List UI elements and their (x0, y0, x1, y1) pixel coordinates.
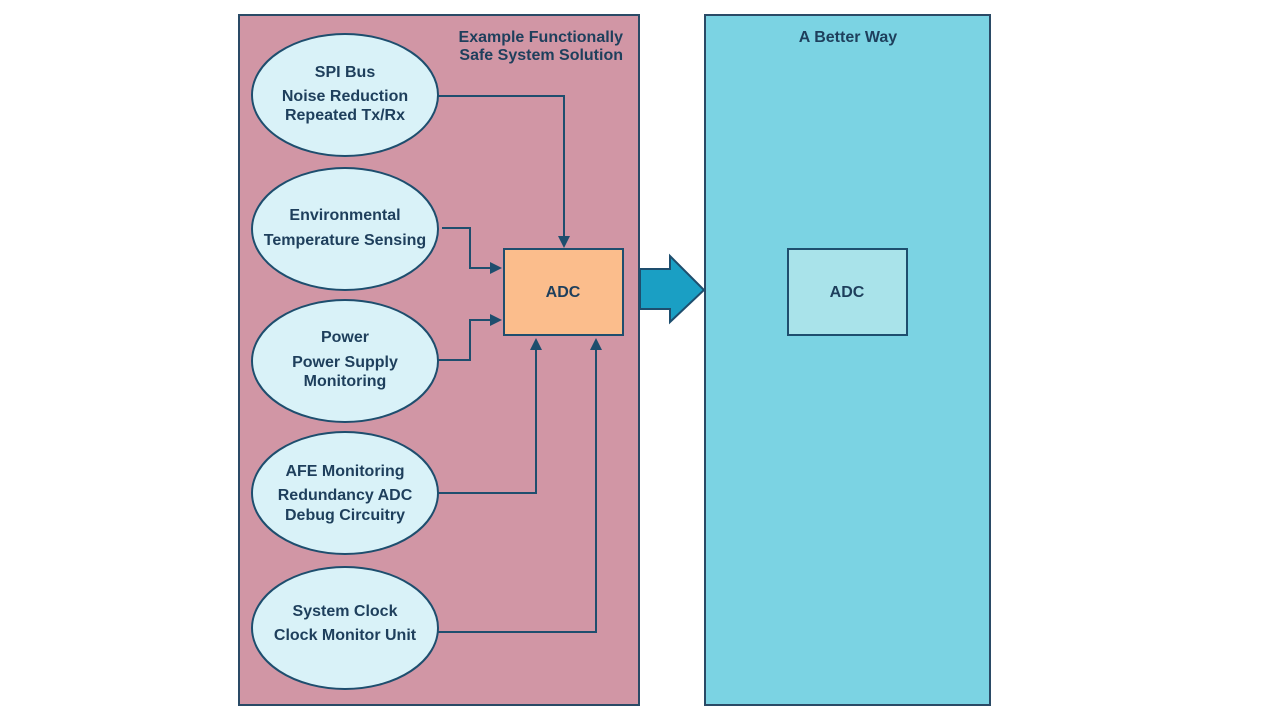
left-panel-title-line1: Example Functionally (459, 29, 624, 46)
left-panel-title-line2: Safe System Solution (459, 47, 623, 64)
arrowhead-afe (530, 338, 542, 350)
right-panel (704, 14, 991, 706)
arrowhead-spi (558, 236, 570, 248)
adc-right-label: ADC (830, 284, 865, 301)
node-system-clock (251, 566, 439, 690)
node-power (251, 299, 439, 423)
connector-power-adc (438, 319, 492, 361)
connector-spi-adc (438, 95, 565, 238)
arrowhead-clock (590, 338, 602, 350)
node-spi-line3: Repeated Tx/Rx (285, 107, 405, 124)
arrowhead-power (490, 314, 502, 326)
node-spi-line2: Noise Reduction (282, 88, 408, 105)
node-spi-bus (251, 33, 439, 157)
node-afe-monitoring (251, 431, 439, 555)
node-env-line2: Temperature Sensing (264, 232, 426, 249)
adc-left-label: ADC (546, 284, 581, 301)
arrowhead-env (490, 262, 502, 274)
transition-arrow-icon (639, 253, 706, 325)
node-power-line2: Power Supply (292, 354, 398, 371)
node-afe-line3: Debug Circuitry (285, 507, 405, 524)
node-environmental (251, 167, 439, 291)
adc-box-left (503, 248, 624, 336)
adc-box-right (787, 248, 908, 336)
node-env-line1: Environmental (289, 207, 400, 224)
node-afe-line2: Redundancy ADC (278, 487, 413, 504)
connector-env-adc (442, 227, 492, 269)
node-clock-line2: Clock Monitor Unit (274, 627, 417, 644)
node-power-line1: Power (321, 329, 369, 346)
connector-afe-adc (438, 348, 537, 494)
node-power-line3: Monitoring (304, 373, 387, 390)
right-panel-title: A Better Way (799, 29, 897, 46)
node-afe-line1: AFE Monitoring (285, 463, 404, 480)
node-clock-line1: System Clock (293, 603, 398, 620)
node-spi-line1: SPI Bus (315, 64, 376, 81)
connector-clock-adc (438, 348, 597, 633)
